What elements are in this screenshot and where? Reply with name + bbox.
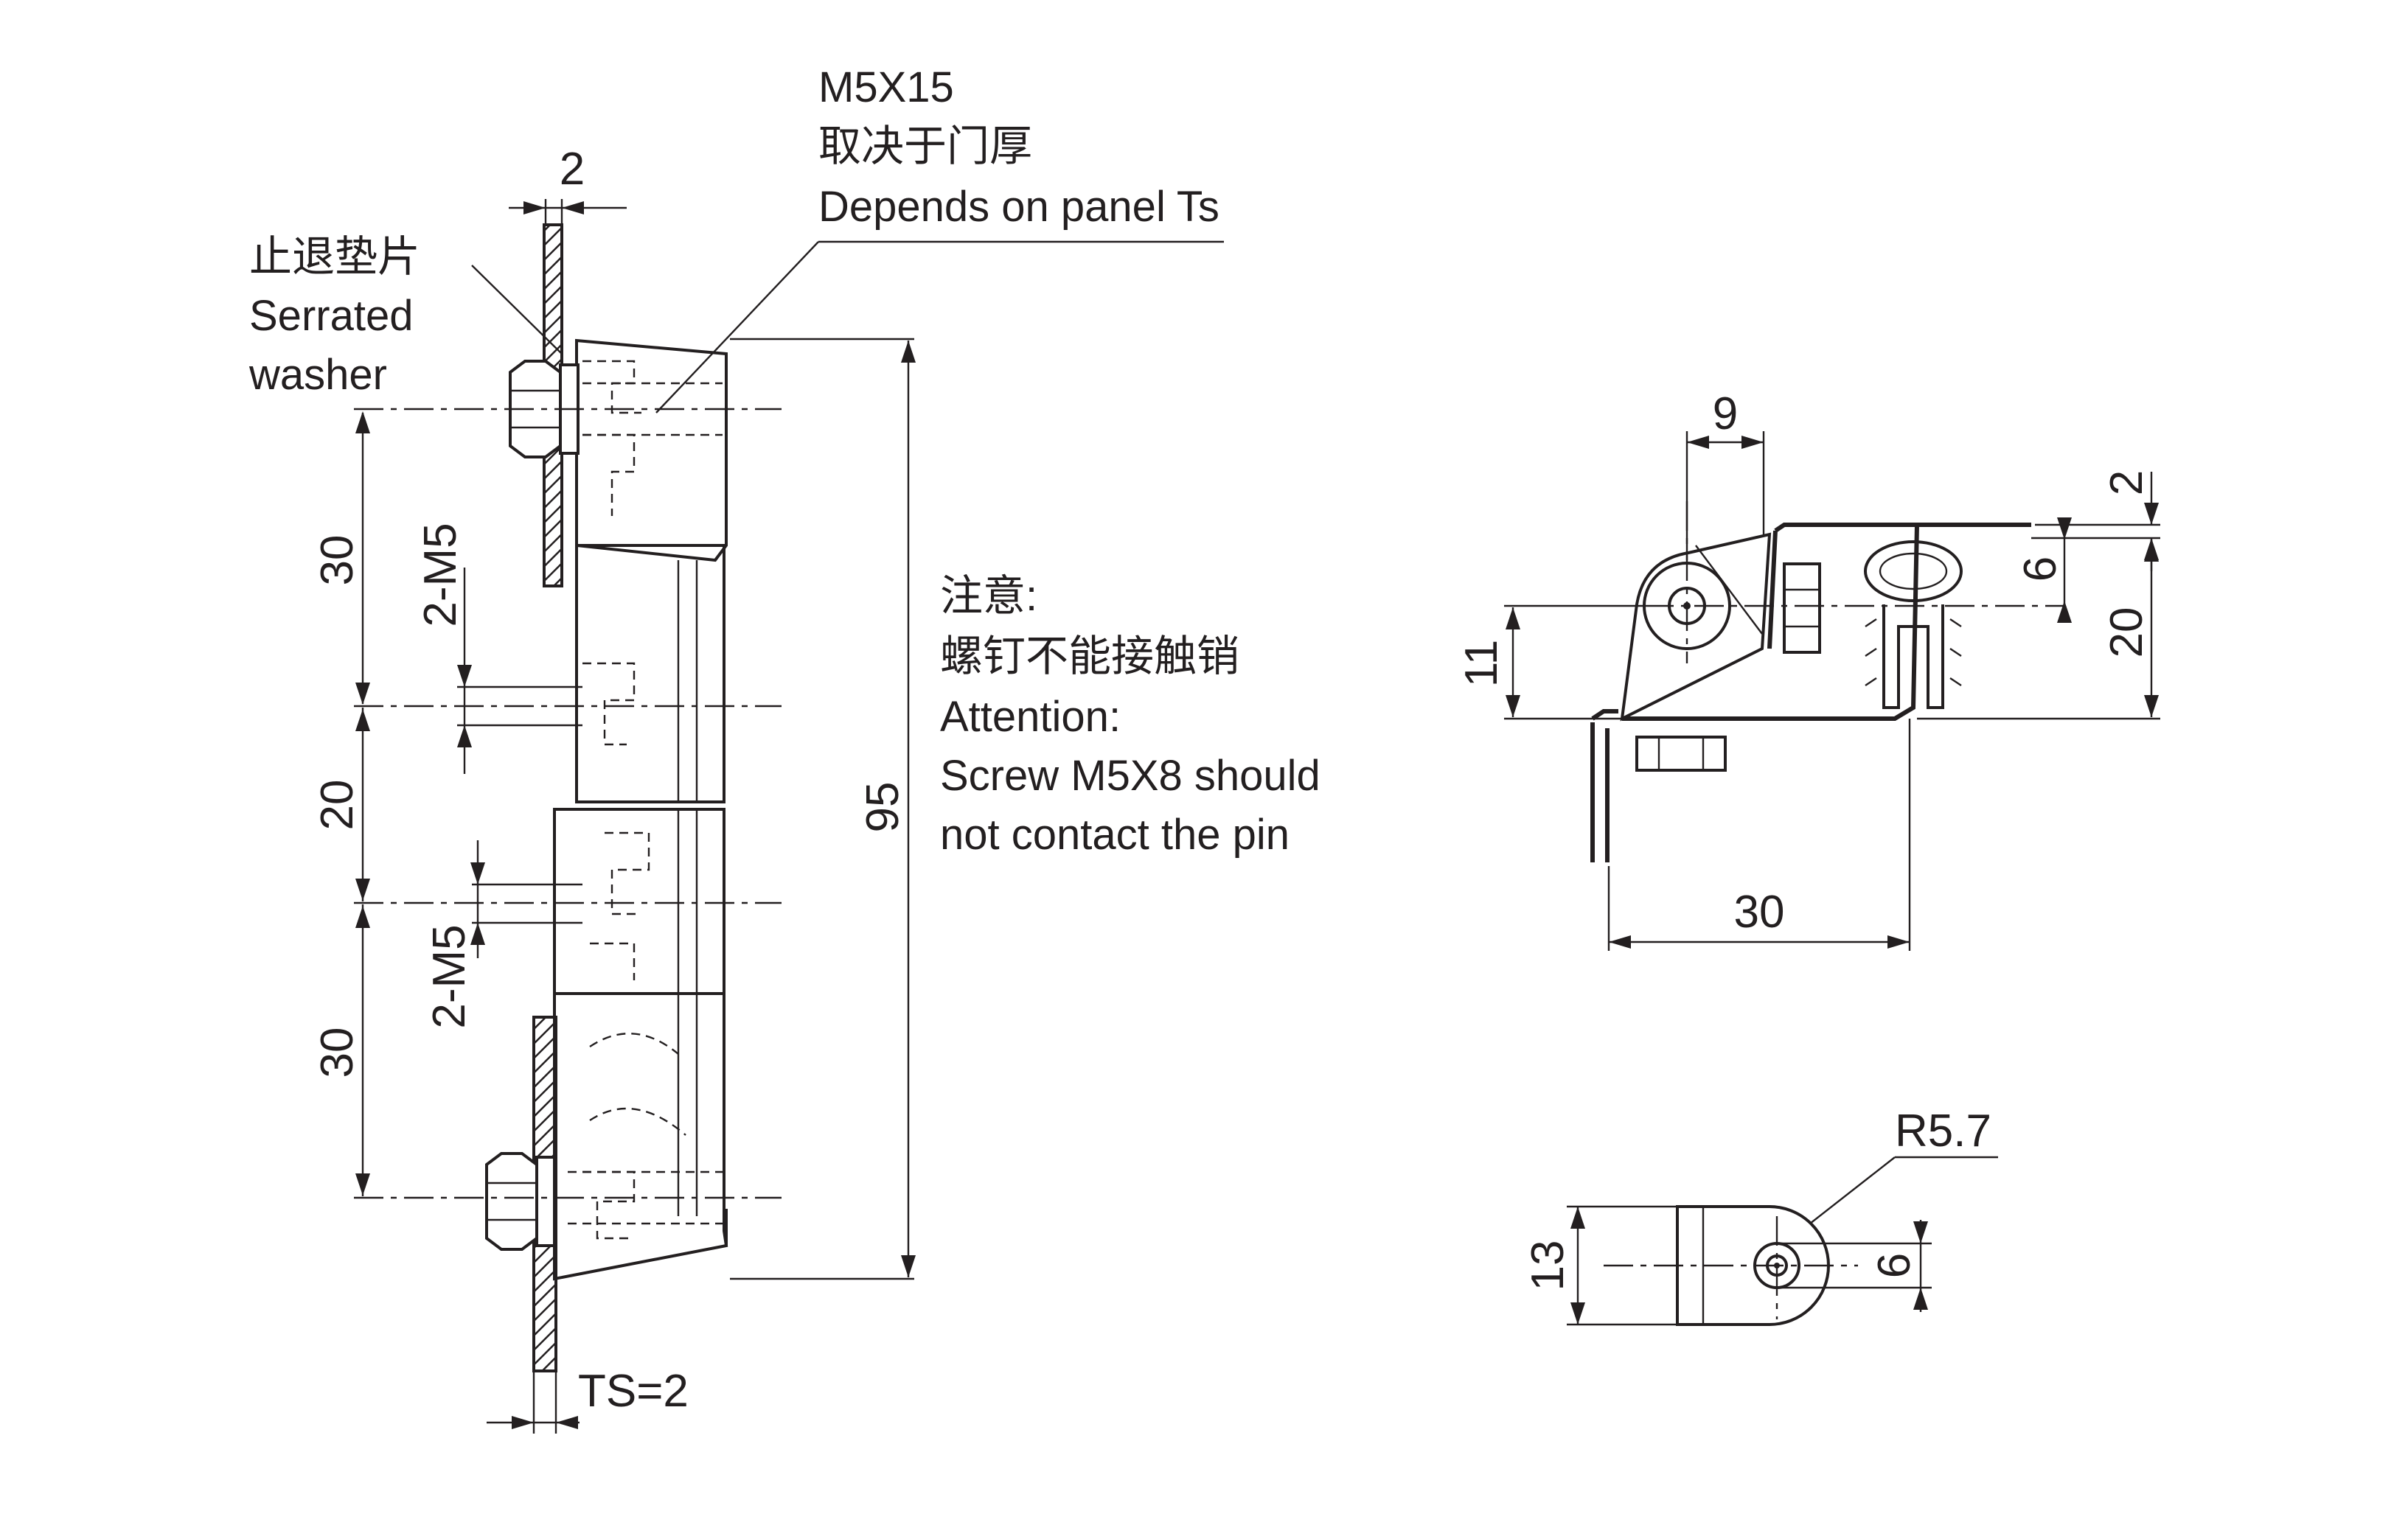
dim-knuckle-hole: 6 <box>1869 1253 1920 1278</box>
dim-side-height-11: 11 <box>1456 640 1507 687</box>
knuckle-detail: 13 6 R5.7 <box>1523 1106 1998 1326</box>
side-bolt-upper <box>1783 562 1821 654</box>
screw-leader <box>655 241 819 413</box>
dim-thread-top: 2-M5 <box>415 523 466 627</box>
dim-hole-spacing-top: 30 <box>312 535 363 586</box>
attention-en-line2: not contact the pin <box>940 811 1290 859</box>
washer-cn: 止退垫片 <box>249 233 420 281</box>
dim-side-width-30: 30 <box>1734 887 1785 938</box>
dim-hole-spacing-bottom: 30 <box>312 1027 363 1078</box>
dim-overall-length: 95 <box>857 782 908 833</box>
dim-thread-bottom: 2-M5 <box>424 924 475 1028</box>
front-view: 30 20 30 2-M5 2-M5 95 <box>312 144 1224 1434</box>
labels: M5X15 取决于门厚 Depends on panel Ts 止退垫片 Ser… <box>248 63 1320 859</box>
screw-note-cn: 取决于门厚 <box>818 122 1032 170</box>
washer-en-line2: washer <box>248 351 387 399</box>
lower-knuckle <box>553 808 725 995</box>
attention-cn-body: 螺钉不能接触销 <box>940 632 1239 680</box>
side-view: 9 11 2 6 20 30 <box>1456 388 2160 951</box>
dim-side-total-20: 20 <box>2101 607 2152 658</box>
lower-leaf <box>553 992 728 1281</box>
washer-en-line1: Serrated <box>249 292 413 340</box>
attention-cn-title: 注意: <box>940 572 1037 620</box>
upper-leaf <box>575 338 728 562</box>
dim-plate-thickness: 2 <box>560 144 585 195</box>
dim-knuckle-height: 13 <box>1523 1240 1573 1291</box>
attention-en-line1: Screw M5X8 should <box>940 752 1320 800</box>
washer-leader <box>471 265 563 355</box>
screw-spec: M5X15 <box>818 63 954 111</box>
dim-side-hole-6: 6 <box>2015 556 2066 582</box>
attention-en-title: Attention: <box>940 693 1121 741</box>
upper-knuckle <box>575 544 725 803</box>
dim-side-leaf-2: 2 <box>2101 470 2152 495</box>
screw-note-en: Depends on panel Ts <box>818 183 1219 231</box>
dim-panel-thickness: TS=2 <box>578 1366 689 1417</box>
dim-knuckle-radius: R5.7 <box>1895 1106 1991 1156</box>
lower-bolt <box>485 1152 556 1251</box>
side-seal <box>1864 540 1963 709</box>
dim-center-gap: 20 <box>312 780 363 831</box>
side-bolt-lower <box>1635 736 1727 772</box>
dim-side-pin-offset: 9 <box>1713 388 1738 439</box>
